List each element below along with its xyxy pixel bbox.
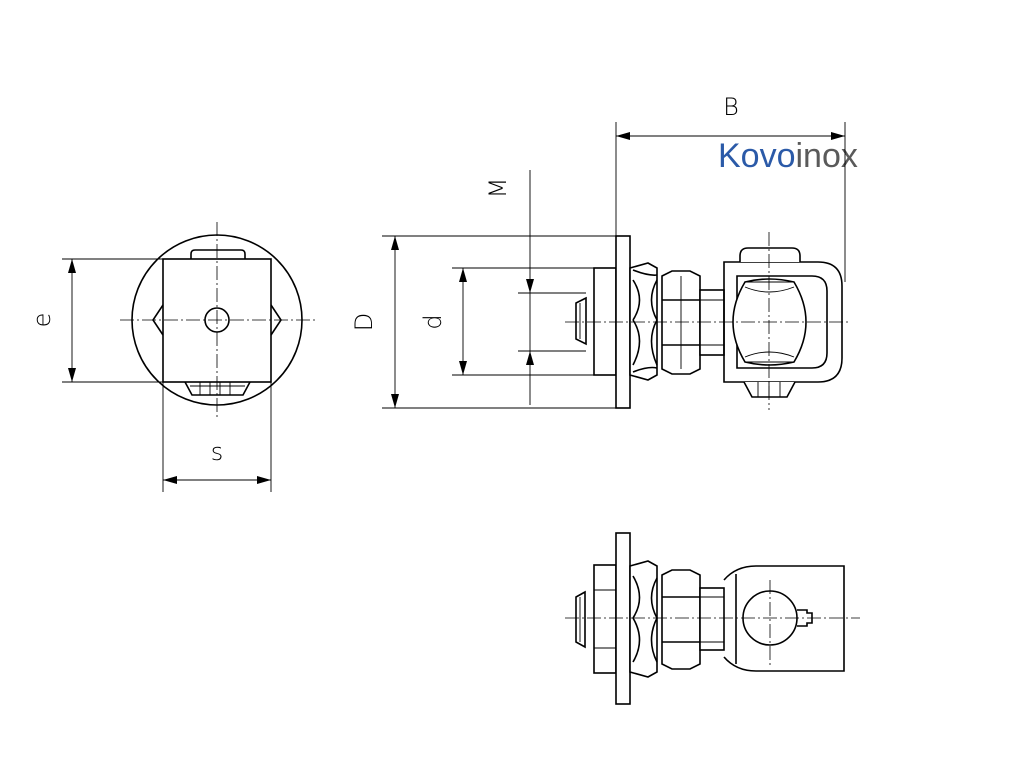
- label-B: B: [723, 93, 739, 121]
- dimension-D: D: [350, 235, 616, 409]
- dimension-s: s: [162, 382, 272, 492]
- dimension-M: M: [484, 170, 586, 405]
- label-e: e: [28, 313, 56, 328]
- svg-text:Kovoinox: Kovoinox: [718, 137, 858, 175]
- dimension-e: e: [28, 258, 163, 383]
- kovoinox-logo: Kovoinox: [718, 137, 858, 175]
- dimension-d: d: [419, 267, 594, 376]
- logo-part-inox: inox: [796, 137, 858, 175]
- front-view: [120, 222, 316, 418]
- label-d: d: [419, 314, 447, 329]
- logo-part-kovo: Kovo: [718, 137, 796, 175]
- label-D: D: [350, 313, 378, 331]
- side-view: [565, 232, 850, 410]
- label-s: s: [211, 438, 224, 466]
- label-M: M: [484, 178, 512, 199]
- dimension-B: B: [615, 93, 846, 282]
- plan-view: [565, 532, 860, 705]
